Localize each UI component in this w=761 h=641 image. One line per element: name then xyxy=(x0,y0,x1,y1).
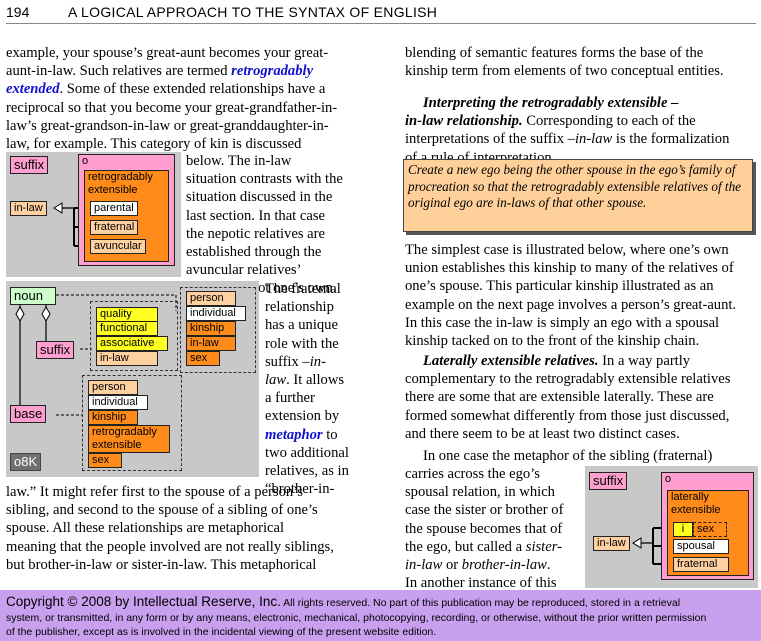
heading-interpreting: Interpreting the retrogradably extensibl… xyxy=(423,95,679,111)
functional-box: functional xyxy=(96,321,158,336)
right-para-top: blending of semantic features forms the … xyxy=(405,45,724,80)
in-law-box: in-law xyxy=(593,536,630,551)
in-law-box-1: in-law xyxy=(96,351,158,366)
in-law-box-2: in-law xyxy=(186,336,236,351)
right-para-case-line1: In one case the metaphor of the sibling … xyxy=(423,448,713,464)
diagram2-connectors xyxy=(15,294,177,416)
in-law-box: in-law xyxy=(10,201,47,216)
spousal-box: spousal xyxy=(673,539,729,554)
page-number: 194 xyxy=(6,4,30,20)
fraternal-box: fraternal xyxy=(673,557,729,572)
noun-box: noun xyxy=(10,287,56,305)
suffix-box: suffix xyxy=(36,341,75,359)
avuncular-box: avuncular xyxy=(90,239,146,254)
diagram-noun-suffix-base: noun suffix base o8K quality functional … xyxy=(6,281,259,477)
fraternal-box: fraternal xyxy=(90,220,139,235)
copyright-footer: Copyright © 2008 by Intellectual Reserve… xyxy=(0,590,761,641)
parental-box: parental xyxy=(90,201,138,216)
base-features-frame xyxy=(82,375,182,471)
heading-laterally: Laterally extensible relatives. xyxy=(423,353,599,369)
left-para-wrap1: below. The in-law situation contrasts wi… xyxy=(186,153,343,297)
term-metaphor: metaphor xyxy=(265,426,323,443)
right-section-laterally: Laterally extensible relatives. In a way… xyxy=(405,353,731,442)
sex-box: sex xyxy=(693,522,727,537)
code-label: o8K xyxy=(10,453,42,471)
suffix-features-frame xyxy=(90,301,178,371)
person-box-1: person xyxy=(186,291,236,306)
kinship-box-1: kinship xyxy=(186,321,236,336)
right-para-simplest: The simplest case is illustrated below, … xyxy=(405,242,737,350)
right-section-interpreting: Interpreting the retrogradably extensibl… xyxy=(405,95,730,166)
running-title: A LOGICAL APPROACH TO THE SYNTAX OF ENGL… xyxy=(68,4,438,20)
person-box-2: person xyxy=(88,380,138,395)
copyright-text: Copyright © 2008 by Intellectual Reserve… xyxy=(6,594,281,609)
term-extended: extended xyxy=(6,81,60,98)
individual-box-1: individual xyxy=(186,306,246,321)
suffix-box: suffix xyxy=(589,472,628,490)
left-para-top: example, your spouse’s great-aunt become… xyxy=(6,45,338,153)
sex-box-1: sex xyxy=(186,351,220,366)
page-header: 194 A LOGICAL APPROACH TO THE SYNTAX OF … xyxy=(6,2,756,24)
suffix-box: suffix xyxy=(10,156,49,174)
base-box: base xyxy=(10,405,47,423)
noun-features-frame xyxy=(180,287,256,373)
i-box: i xyxy=(673,522,693,537)
term-retrogradably: retrogradably xyxy=(231,63,314,80)
left-para-wrap2: The fraternal relationship has a unique … xyxy=(265,281,349,498)
individual-box-2: individual xyxy=(88,395,148,410)
associative-box: associative xyxy=(96,336,168,351)
kinship-box-2: kinship xyxy=(88,410,138,425)
right-para-case-wrap: carries across the ego’s spousal relatio… xyxy=(405,466,564,592)
interpretation-rule-box: Create a new ego being the other spouse … xyxy=(403,159,753,232)
left-para-bottom: law.” It might refer first to the spouse… xyxy=(6,484,334,573)
quality-box: quality xyxy=(96,307,158,322)
sex-box-2: sex xyxy=(88,453,122,468)
